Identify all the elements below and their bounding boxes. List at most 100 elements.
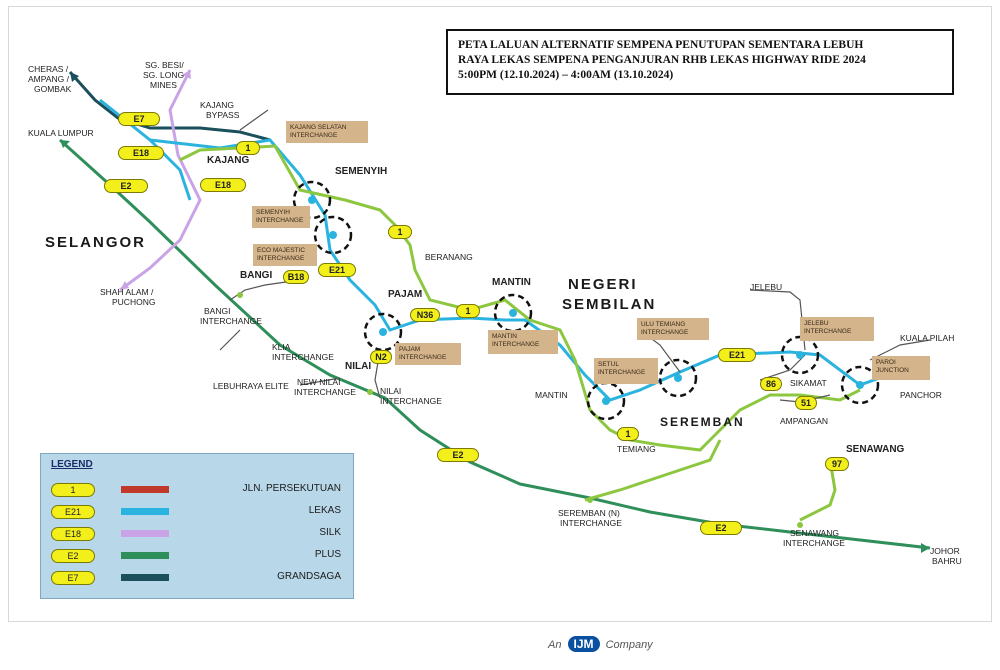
legend-label: GRANDSAGA — [277, 571, 341, 582]
tag-pajam: PAJAM INTERCHANGE — [395, 343, 461, 365]
town-pajam: PAJAM — [388, 289, 423, 300]
seremban-n-2: INTERCHANGE — [560, 518, 622, 528]
town-bahru: BAHRU — [932, 556, 962, 566]
legend-row: E21 LEKAS — [51, 505, 351, 519]
new-nilai-1: NEW NILAI — [297, 377, 341, 387]
shield-e7: E7 — [118, 112, 160, 126]
klia-interchange-2: INTERCHANGE — [272, 352, 334, 362]
junction-node — [329, 231, 337, 239]
legend-label: JLN. PERSEKUTUAN — [242, 483, 341, 494]
legend-shield: E21 — [51, 505, 95, 519]
shield-e18-a: E18 — [118, 146, 164, 160]
shield-1-b: 1 — [388, 225, 412, 239]
junction-node — [509, 309, 517, 317]
legend-row: E7 GRANDSAGA — [51, 571, 351, 585]
junction-node — [237, 292, 243, 298]
silk-highway — [119, 69, 202, 292]
footer-suffix: Company — [605, 639, 653, 651]
region-sembilan: SEMBILAN — [562, 296, 657, 313]
shield-97: 97 — [825, 457, 849, 471]
town-mantin-south: MANTIN — [535, 390, 568, 400]
shield-b18: B18 — [283, 270, 309, 284]
shield-e2-a: E2 — [104, 179, 148, 193]
town-kajang-bypass-2: BYPASS — [206, 110, 240, 120]
town-shah-alam: SHAH ALAM / — [100, 287, 154, 297]
town-ampang: AMPANG / — [28, 74, 69, 84]
legend-shield: E7 — [51, 571, 95, 585]
johor-arrow-icon — [921, 543, 930, 553]
nilai-interchange-2: INTERCHANGE — [380, 396, 442, 406]
legend-shield: 1 — [51, 483, 95, 497]
town-beranang: BERANANG — [425, 252, 473, 262]
town-kajang: KAJANG — [207, 155, 250, 166]
tag-kajang-selatan: KAJANG SELATAN INTERCHANGE — [286, 121, 368, 143]
town-puchong: PUCHONG — [112, 297, 156, 307]
seremban-n-1: SEREMBAN (N) — [558, 508, 620, 518]
tag-eco-majestic: ECO MAJESTIC INTERCHANGE — [253, 244, 317, 266]
shield-e2-b: E2 — [437, 448, 479, 462]
ijm-logo: IJM — [567, 636, 600, 652]
town-cheras: CHERAS / — [28, 64, 69, 74]
shield-51: 51 — [795, 396, 817, 410]
junction-node — [379, 328, 387, 336]
town-semenyih: SEMENYIH — [335, 166, 388, 177]
town-panchor: PANCHOR — [900, 390, 942, 400]
shield-1-c: 1 — [456, 304, 480, 318]
town-temiang: TEMIANG — [617, 444, 656, 454]
closure-paroi — [840, 365, 880, 405]
footer-branding: An IJM Company — [548, 636, 653, 652]
legend-label: PLUS — [314, 549, 341, 560]
legend-swatch — [121, 552, 169, 559]
tag-mantin: MANTIN INTERCHANGE — [488, 330, 558, 354]
town-nilai: NILAI — [345, 361, 372, 372]
klia-interchange-1: KLIA — [272, 342, 291, 352]
legend-row: E2 PLUS — [51, 549, 351, 563]
senawang-int-1: SENAWANG — [790, 528, 839, 538]
town-mines: MINES — [150, 80, 177, 90]
town-senawang: SENAWANG — [846, 444, 905, 455]
shield-1-a: 1 — [236, 141, 260, 155]
title-line-3: 5:00PM (12.10.2024) – 4:00AM (13.10.2024… — [458, 69, 674, 81]
tag-setul: SETUL INTERCHANGE — [594, 358, 658, 384]
legend-shield: E18 — [51, 527, 95, 541]
legend-swatch — [121, 530, 169, 537]
junction-node — [602, 397, 610, 405]
shield-e2-c: E2 — [700, 521, 742, 535]
title-line-2: RAYA LEKAS SEMPENA PENGANJURAN RHB LEKAS… — [458, 54, 866, 66]
town-sikamat: SIKAMAT — [790, 378, 827, 388]
legend-label: LEKAS — [308, 505, 341, 516]
shield-n36: N36 — [410, 308, 440, 322]
legend-swatch — [121, 574, 169, 581]
grandsaga-arrow-icon — [70, 72, 79, 82]
region-selangor: SELANGOR — [45, 234, 147, 251]
junction-node — [796, 351, 804, 359]
tag-jelebu: JELEBU INTERCHANGE — [800, 317, 874, 341]
legend-label: SILK — [319, 527, 341, 538]
town-gombak: GOMBAK — [34, 84, 72, 94]
closure-semenyih — [292, 180, 332, 220]
senawang-int-2: INTERCHANGE — [783, 538, 845, 548]
tag-ulu-temiang: ULU TEMIANG INTERCHANGE — [637, 318, 709, 340]
legend-title: LEGEND — [51, 459, 93, 470]
shield-e21-a: E21 — [318, 263, 356, 277]
junction-node — [797, 522, 803, 528]
legend-swatch — [121, 508, 169, 515]
junction-node — [674, 374, 682, 382]
town-kuala-lumpur: KUALA LUMPUR — [28, 128, 94, 138]
junction-node — [308, 196, 316, 204]
new-nilai-2: INTERCHANGE — [294, 387, 356, 397]
town-jelebu: JELEBU — [750, 282, 783, 292]
region-negeri: NEGERI — [568, 276, 638, 293]
town-kuala-pilah: KUALA PILAH — [900, 333, 955, 343]
grandsaga-highway — [68, 71, 271, 142]
shield-n2: N2 — [370, 350, 392, 364]
legend-shield: E2 — [51, 549, 95, 563]
lekas-highway — [99, 98, 931, 402]
bangi-interchange-1: BANGI — [204, 306, 231, 316]
tag-semenyih: SEMENYIH INTERCHANGE — [252, 206, 310, 228]
federal-road-1 — [179, 144, 861, 452]
town-sglong: SG. LONG — [143, 70, 185, 80]
town-ampangan: AMPANGAN — [780, 416, 829, 426]
junction-node — [856, 381, 864, 389]
legend: LEGEND 1 JLN. PERSEKUTUAN E21 LEKAS E18 … — [40, 453, 354, 599]
